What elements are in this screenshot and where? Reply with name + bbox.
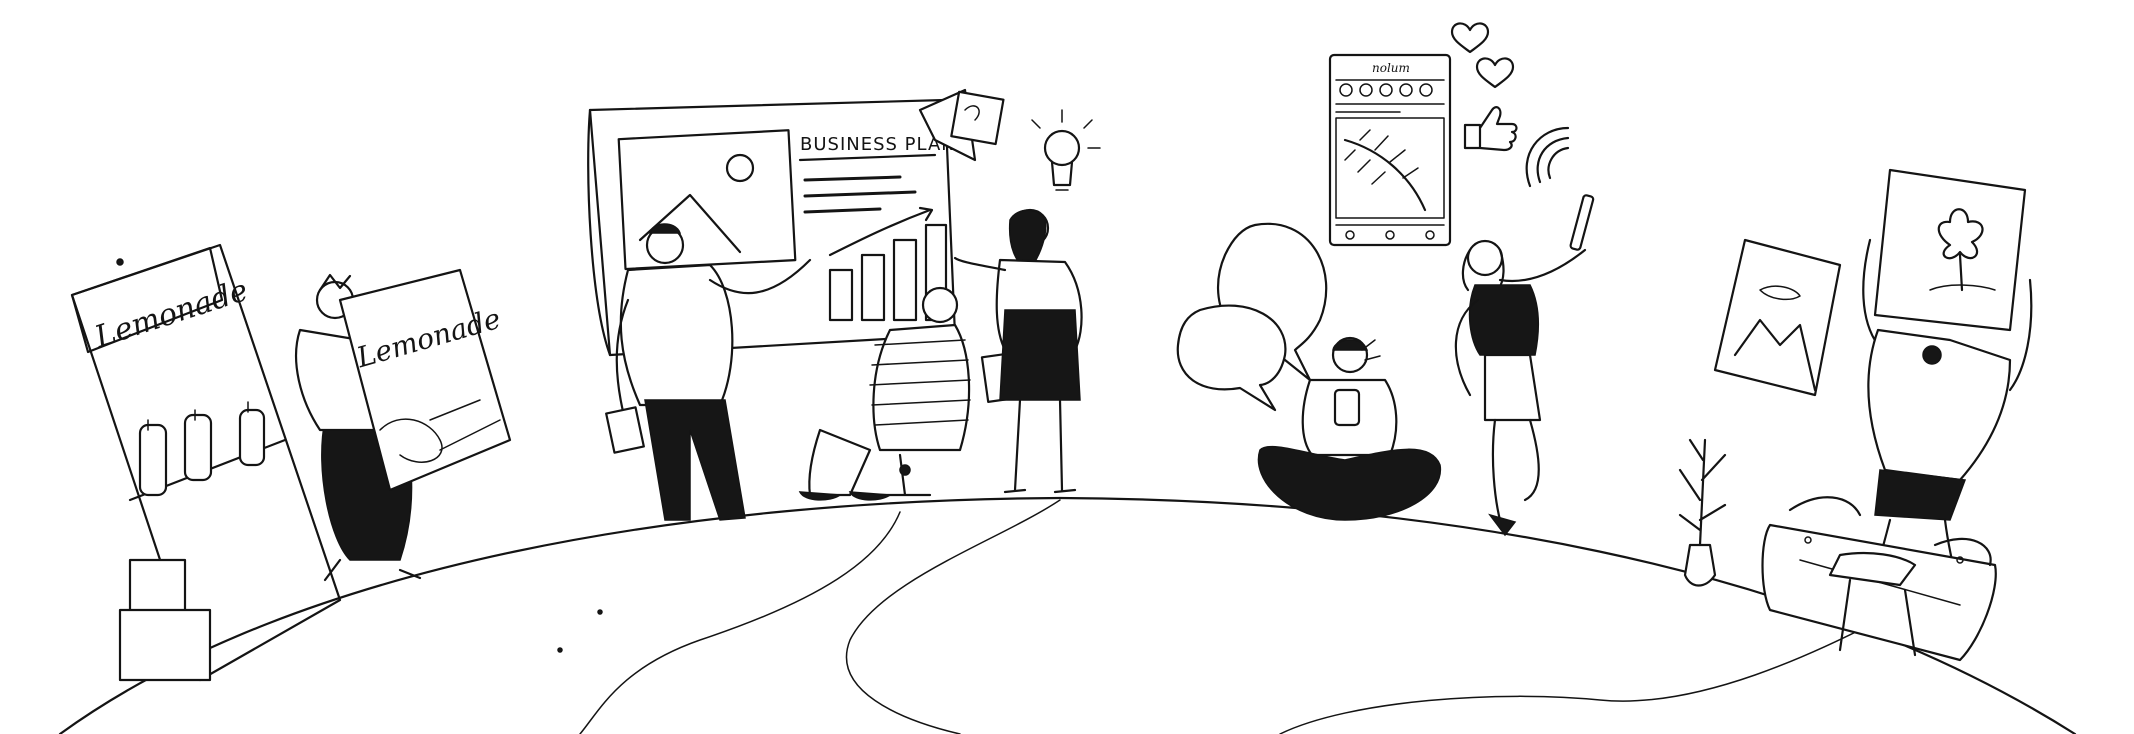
stand-sign-text: Lemonade	[90, 273, 252, 356]
thumbs-up-icon	[1463, 106, 1518, 152]
person-holding-sign: Lemonade	[294, 268, 512, 582]
armchair	[1761, 496, 1997, 662]
person-standing-skirt	[953, 208, 1083, 494]
heart-icon	[1475, 57, 1515, 89]
flower-icon	[1937, 208, 1984, 260]
heart-icon	[1450, 22, 1490, 54]
person-presenting	[605, 223, 812, 521]
potted-plant	[1678, 438, 1727, 587]
reaction-icons	[1450, 22, 1518, 152]
phone-header-text: nolum	[1372, 61, 1410, 75]
lemonade-stand: Lemonade	[70, 243, 342, 682]
framed-picture	[1713, 238, 1842, 397]
person-holding-drawing	[1858, 168, 2033, 622]
speech-bubbles	[1176, 222, 1328, 412]
board-title: BUSINESS PLAN	[800, 134, 956, 155]
person-seated-striped	[798, 286, 971, 501]
social-phone-mockup: nolum	[1328, 53, 1452, 247]
person-sitting-phone	[1257, 336, 1441, 521]
wifi-icon	[1525, 126, 1570, 188]
person-selfie	[1454, 126, 1595, 537]
business-plan-board: BUSINESS PLAN	[587, 88, 1005, 357]
light-bulb-icon	[1031, 109, 1101, 191]
